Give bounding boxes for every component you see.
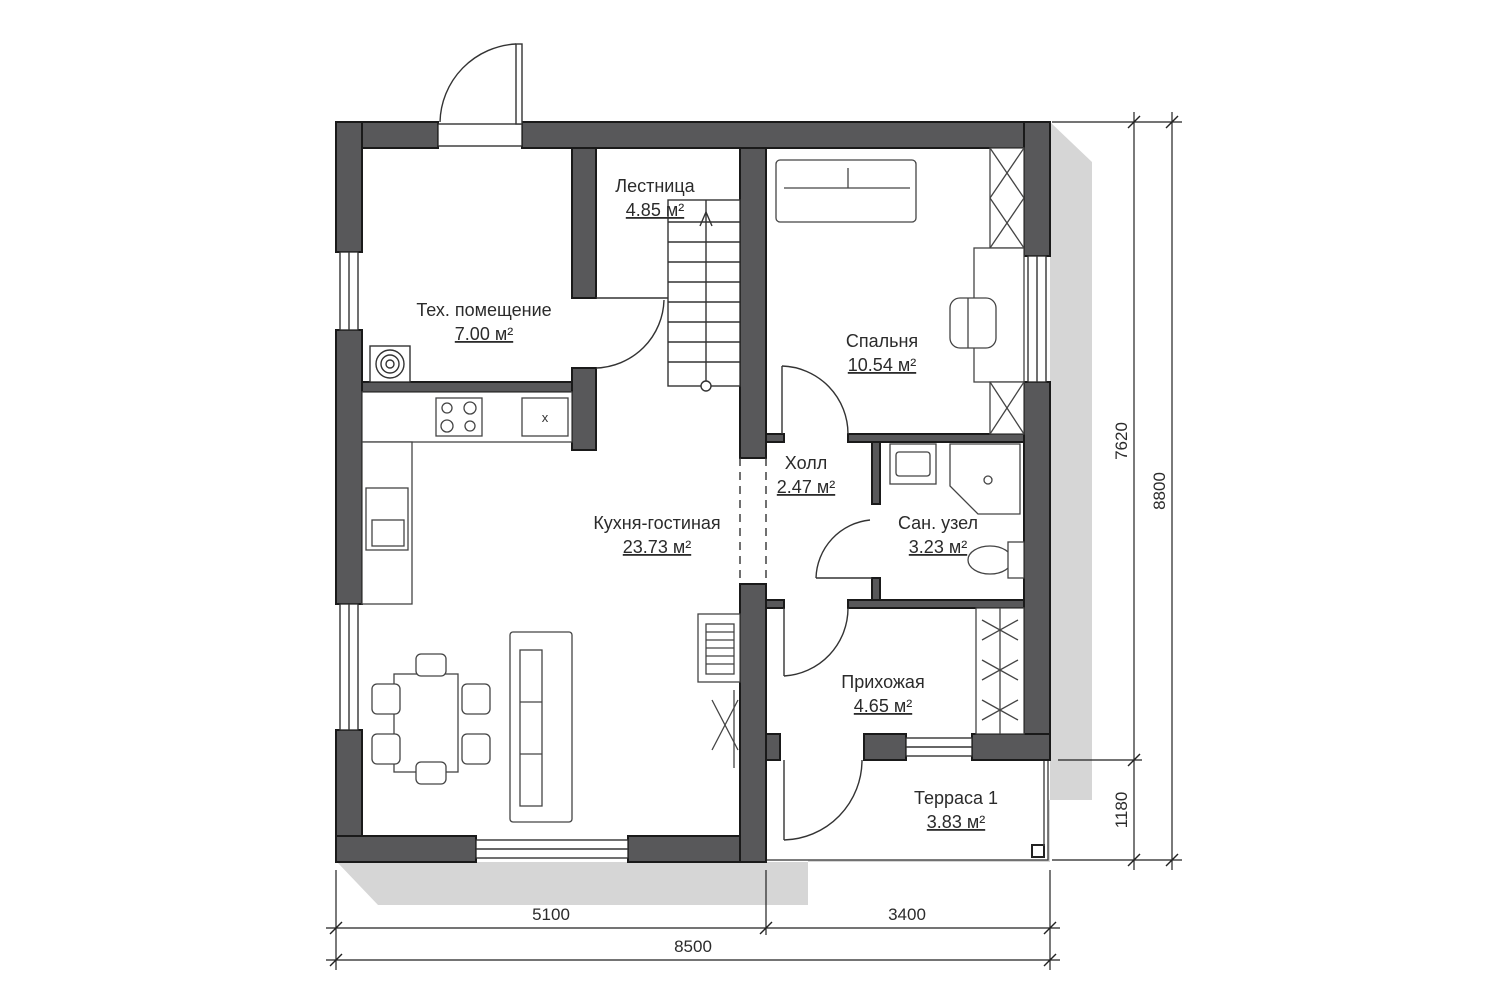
dim-bottom-left: 5100 (532, 905, 570, 924)
right-dimensions: 7620 1180 8800 (1052, 112, 1182, 870)
bedroom-area: 10.54 м² (848, 355, 916, 375)
top-door (437, 43, 523, 147)
kitchen-living-name: Кухня-гостиная (593, 513, 720, 533)
living-sofa (509, 631, 573, 823)
stairs-area: 4.85 м² (626, 200, 684, 220)
hall-area: 2.47 м² (777, 477, 835, 497)
dim-right-total: 8800 (1150, 472, 1169, 510)
room-labels: Тех. помещение 7.00 м² Лестница 4.85 м² … (416, 176, 998, 832)
entrance-wardrobe (975, 607, 1025, 735)
stairs-name: Лестница (615, 176, 695, 196)
hall-name: Холл (785, 453, 827, 473)
bedroom-furniture (775, 147, 1025, 435)
bottom-dimensions: 5100 3400 8500 (326, 870, 1060, 970)
kitchen-living-area: 23.73 м² (623, 537, 691, 557)
bathroom-fixtures (889, 443, 1025, 579)
bathroom-name: Сан. узел (898, 513, 978, 533)
terrace-name: Терраса 1 (914, 788, 998, 808)
tech-room-name: Тех. помещение (416, 300, 551, 320)
bedroom-name: Спальня (846, 331, 918, 351)
terrace-area: 3.83 м² (927, 812, 985, 832)
kitchen-counter: x (361, 391, 573, 605)
tech-room-area: 7.00 м² (455, 324, 513, 344)
dim-right-upper: 7620 (1112, 422, 1131, 460)
bathroom-area: 3.23 м² (909, 537, 967, 557)
dim-bottom-total: 8500 (674, 937, 712, 956)
dining-table (371, 653, 491, 785)
fireplace (697, 613, 741, 768)
walls (335, 121, 1051, 863)
interior-doors (595, 297, 872, 841)
dim-right-lower: 1180 (1112, 792, 1131, 829)
svg-text:x: x (542, 410, 549, 425)
windows (339, 251, 1047, 859)
dim-bottom-right: 3400 (888, 905, 926, 924)
staircase (667, 199, 741, 392)
entrance-name: Прихожая (841, 672, 924, 692)
boiler-icon (369, 345, 411, 383)
entrance-area: 4.65 м² (854, 696, 912, 716)
